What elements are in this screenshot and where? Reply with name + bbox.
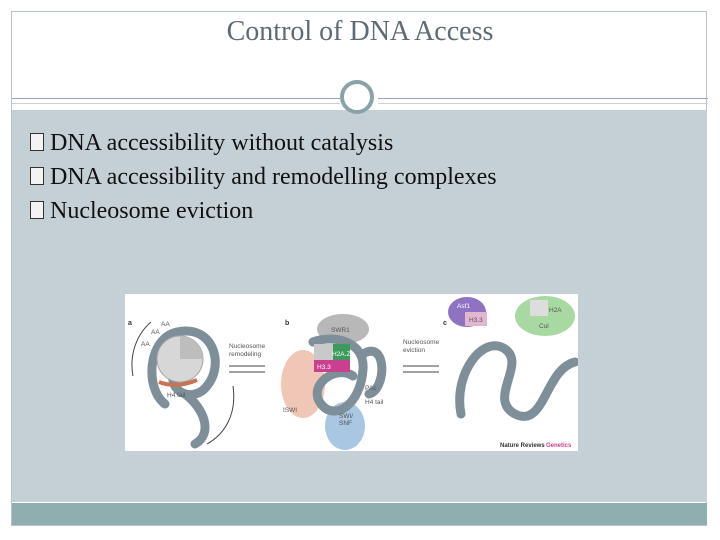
bullet-box-icon xyxy=(30,133,44,151)
label-h2a-c: H2A xyxy=(549,307,562,314)
rotation-arrow-left xyxy=(131,321,152,377)
label-aa: AA xyxy=(151,329,160,336)
bullet-box-icon xyxy=(30,167,44,185)
panel-label-b: b xyxy=(285,320,289,327)
h2az-block xyxy=(333,344,350,360)
footnote-section: Genetics xyxy=(546,443,572,449)
label-h33: H3.3 xyxy=(317,364,331,371)
label-swi-snf-1: SWI/ xyxy=(339,413,353,420)
h2a-block-c xyxy=(530,300,548,316)
slide-title: Control of DNA Access xyxy=(226,16,494,47)
label-h4-tail-a: H4 tail xyxy=(167,392,186,399)
bullet-list: DNA accessibility without catalysis DNA … xyxy=(30,126,497,228)
label-swr1: SWR1 xyxy=(331,327,350,334)
label-asf1: Asf1 xyxy=(457,303,470,310)
rotation-arrow-right xyxy=(206,385,235,445)
label-pac: PAc xyxy=(365,385,377,392)
dna-strand-b xyxy=(308,334,368,416)
arrow-label-remodeling-2: remodeling xyxy=(229,351,262,358)
label-cul: Cul xyxy=(539,323,549,330)
label-h4-tail-b: H4 tail xyxy=(365,399,384,406)
arrow-label-eviction-1: Nucleosome xyxy=(403,339,440,346)
label-h2az: H2A.Z xyxy=(332,351,350,358)
bullet-text: DNA accessibility without catalysis xyxy=(50,130,394,156)
nucleosome-figure: a AA AA AA H4 tail Nucleosome remodeling… xyxy=(125,294,580,451)
bullet-box-icon xyxy=(30,201,44,219)
label-aa: AA xyxy=(141,341,150,348)
h33-block-c xyxy=(465,312,487,326)
footnote-journal: Nature Reviews xyxy=(500,443,545,449)
dna-strand-b-2 xyxy=(358,346,387,399)
bullet-text: Nucleosome eviction xyxy=(50,198,254,224)
footer-bar xyxy=(12,503,707,525)
h4-tail-a xyxy=(158,378,198,387)
histone-quadrant-a xyxy=(180,336,203,359)
panel-label-a: a xyxy=(128,320,132,327)
title-divider-left xyxy=(12,98,340,99)
title-divider-left-2 xyxy=(12,103,340,104)
dna-strand-c xyxy=(455,341,580,421)
label-h33-c: H3.3 xyxy=(469,317,483,324)
dna-strand-a-2 xyxy=(180,389,210,449)
bullet-item: Nucleosome eviction xyxy=(30,194,497,228)
title-divider-right xyxy=(378,98,708,99)
arrow-label-eviction-2: eviction xyxy=(403,347,425,354)
arrow-label-remodeling-1: Nucleosome xyxy=(229,343,266,350)
bullet-text: DNA accessibility and remodelling comple… xyxy=(50,164,497,190)
label-swi-snf-2: SNF xyxy=(339,420,352,427)
label-aa: AA xyxy=(161,321,170,328)
h33-block xyxy=(314,360,350,372)
panel-label-c: c xyxy=(443,320,447,327)
bullet-item: DNA accessibility without catalysis xyxy=(30,126,497,160)
nucleosome-diagram: a AA AA AA H4 tail Nucleosome remodeling… xyxy=(128,296,580,450)
label-iswi: ISWI xyxy=(283,407,297,414)
title-divider-right-2 xyxy=(378,103,708,104)
circle-ornament-icon xyxy=(340,80,374,114)
bullet-item: DNA accessibility and remodelling comple… xyxy=(30,160,497,194)
